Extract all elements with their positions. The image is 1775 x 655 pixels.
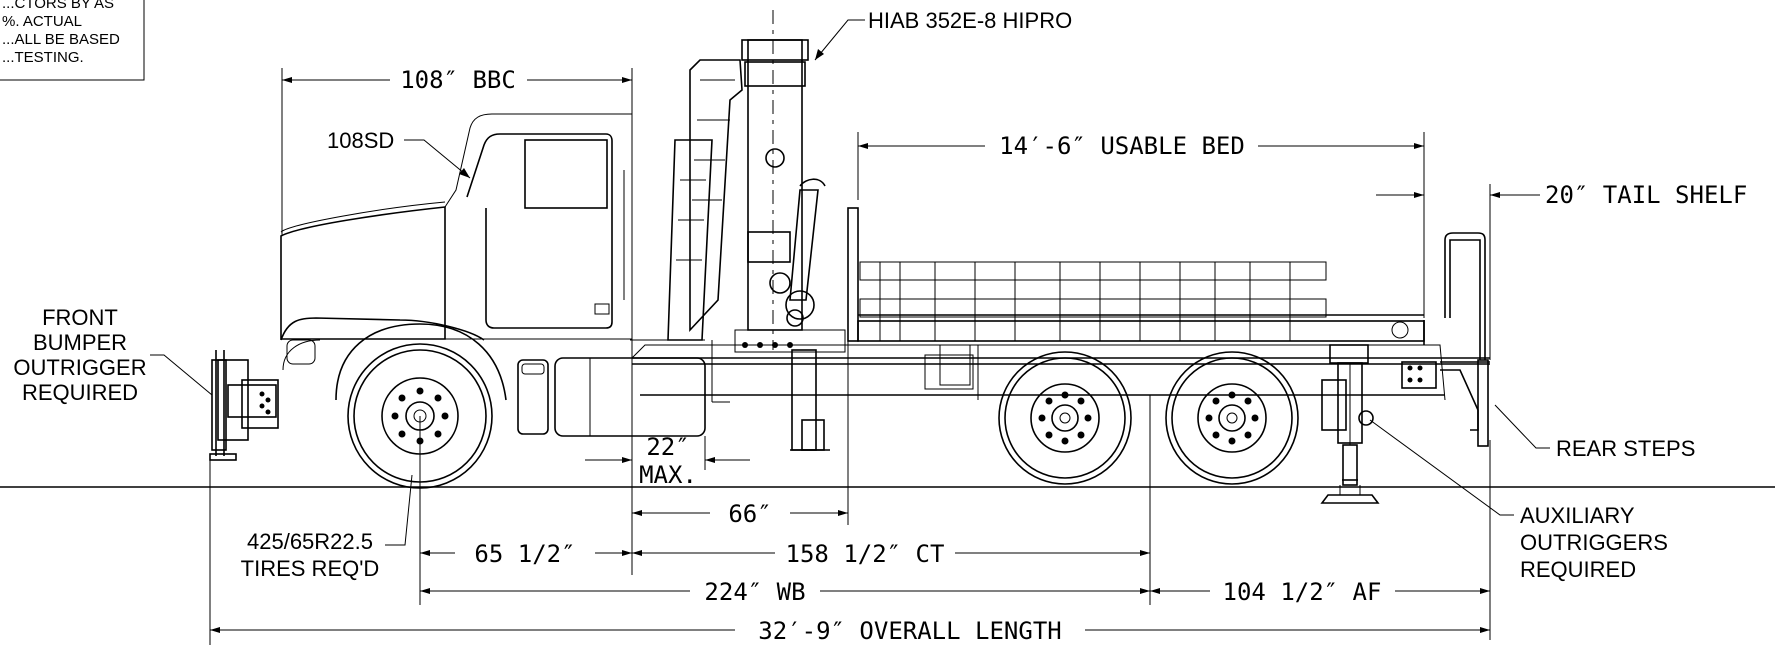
dim-ct-label: 158 1/2″ CT xyxy=(786,540,945,568)
callout-aux-outriggers: AUXILIARY OUTRIGGERS REQUIRED xyxy=(1369,419,1668,582)
dim-overall-label: 32′-9″ OVERALL LENGTH xyxy=(758,617,1061,645)
crane-label: HIAB 352E-8 HIPRO xyxy=(868,8,1072,33)
rear-steps xyxy=(1401,232,1490,447)
rear-steps-label: REAR STEPS xyxy=(1556,436,1695,461)
truck-cab xyxy=(280,113,633,401)
dim-bbc: 108″ BBC xyxy=(281,66,633,235)
callout-tires: 425/65R22.5 TIRES REQ'D xyxy=(241,474,413,581)
model-label: 108SD xyxy=(327,128,394,153)
dim-wb-af: 224″ WB 104 1/2″ AF xyxy=(420,440,1491,640)
dim-overall-length: 32′-9″ OVERALL LENGTH xyxy=(209,460,1490,645)
note-line-1: ...CTORS BY AS xyxy=(2,0,114,12)
front-bumper-line-3: OUTRIGGER xyxy=(13,355,146,380)
flatbed xyxy=(847,207,1425,400)
chassis-frame xyxy=(631,344,1490,401)
dim-tail-shelf: 20″ TAIL SHELF xyxy=(1376,181,1747,360)
dim-tail-shelf-label: 20″ TAIL SHELF xyxy=(1545,181,1747,209)
callout-rear-steps: REAR STEPS xyxy=(1494,404,1695,461)
dim-22-max: 22″ MAX. xyxy=(585,340,750,575)
dim-usable-bed: 14′-6″ USABLE BED xyxy=(857,132,1425,318)
note-box: ...CTORS BY AS %. ACTUAL ...ALL BE BASED… xyxy=(0,0,145,81)
dim-66: 66″ xyxy=(632,340,849,528)
tires-line-1: 425/65R22.5 xyxy=(247,529,373,554)
front-bumper-line-1: FRONT xyxy=(42,305,118,330)
dim-bbc-label: 108″ BBC xyxy=(400,66,516,94)
callout-front-bumper: FRONT BUMPER OUTRIGGER REQUIRED xyxy=(13,305,213,405)
note-line-4: ...TESTING. xyxy=(2,49,84,66)
tires-line-2: TIRES REQ'D xyxy=(241,556,380,581)
aux-line-2: OUTRIGGERS xyxy=(1520,530,1668,555)
aux-line-1: AUXILIARY xyxy=(1520,503,1635,528)
front-wheel xyxy=(347,343,493,489)
dim-af-label: 104 1/2″ AF xyxy=(1223,578,1382,606)
note-line-3: ...ALL BE BASED xyxy=(2,31,120,48)
rear-wheel-1 xyxy=(998,351,1132,485)
aux-line-3: REQUIRED xyxy=(1520,557,1636,582)
dim-22-label: 22″ xyxy=(646,433,689,461)
rear-wheel-2 xyxy=(1165,351,1299,485)
dim-65-ct: 65 1/2″ 158 1/2″ CT xyxy=(419,416,1151,605)
front-bumper-outrigger xyxy=(209,350,279,461)
dim-65-label: 65 1/2″ xyxy=(474,540,575,568)
note-line-2: %. ACTUAL xyxy=(2,13,82,30)
fuel-tank xyxy=(517,339,730,437)
dim-usable-bed-label: 14′-6″ USABLE BED xyxy=(999,132,1245,160)
front-bumper-line-2: BUMPER xyxy=(33,330,127,355)
front-bumper-line-4: REQUIRED xyxy=(22,380,138,405)
crane-hiab xyxy=(667,10,846,451)
callout-model: 108SD xyxy=(327,128,471,179)
dim-wb-label: 224″ WB xyxy=(704,578,805,606)
dim-66-label: 66″ xyxy=(728,500,771,528)
dim-max-label: MAX. xyxy=(639,461,697,489)
callout-crane: HIAB 352E-8 HIPRO xyxy=(814,8,1072,61)
auxiliary-outrigger xyxy=(1320,344,1380,504)
